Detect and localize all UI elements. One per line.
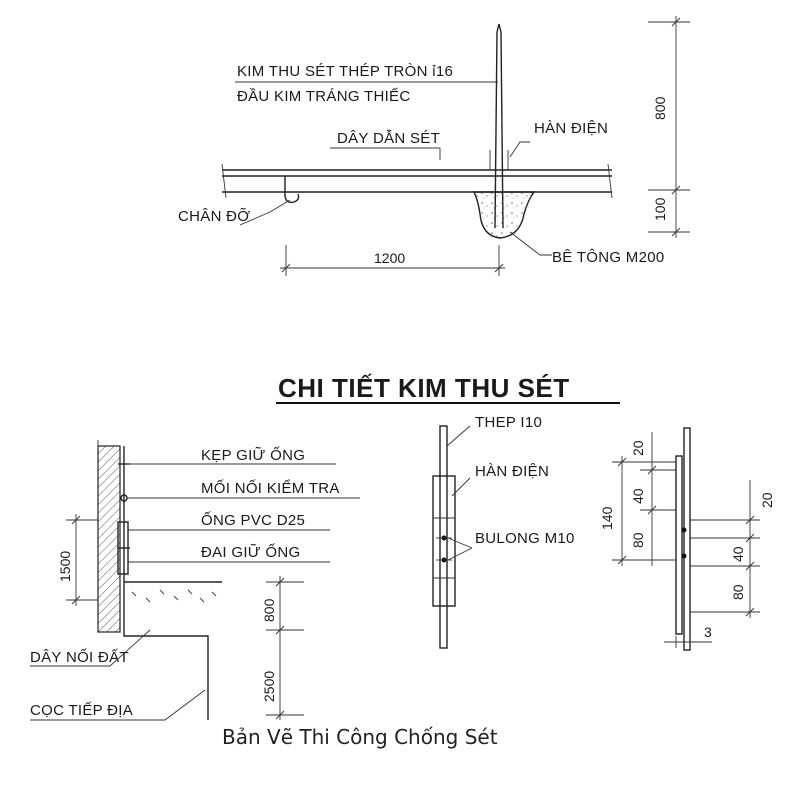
bottom-right-detail: 20 40 140 80 20 40 80 3 xyxy=(599,427,775,651)
dim-100-top: 100 xyxy=(652,197,668,221)
test-joint-label: MỐI NỐI KIỂM TRA xyxy=(201,479,340,497)
title-block: CHI TIẾT KIM THU SÉT xyxy=(276,373,620,404)
dim-20-top: 20 xyxy=(630,440,646,456)
earth-wire-label: DÂY NỐI ĐẤT xyxy=(30,648,129,666)
weld-label-top: HÀN ĐIỆN xyxy=(534,120,608,137)
dim-40-top: 40 xyxy=(630,488,646,504)
roof-slab xyxy=(221,163,613,199)
right-plate xyxy=(675,455,683,635)
drawing-title: CHI TIẾT KIM THU SÉT xyxy=(278,373,570,403)
bolt-label: BULONG M10 xyxy=(475,530,575,547)
dim-80-left: 80 xyxy=(630,532,646,548)
dim-80-right: 80 xyxy=(730,584,746,600)
right-rod xyxy=(683,427,691,651)
right-left-dims: 20 40 140 80 xyxy=(599,432,676,566)
right-bolt-2 xyxy=(681,553,687,559)
steel-label: THEP I10 xyxy=(475,414,542,431)
dim-800-bottom: 800 xyxy=(261,598,277,622)
bottom-left-detail: KẸP GIỮ ỐNG MỐI NỐI KIỂM TRA ỐNG PVC D25… xyxy=(30,440,360,721)
steel-rod xyxy=(439,425,448,649)
concrete-label: BÊ TÔNG M200 xyxy=(552,249,665,266)
bottom-middle-detail: THEP I10 HÀN ĐIỆN BULONG M10 xyxy=(432,414,575,649)
air-terminal-rod xyxy=(489,23,509,229)
dim-20-right: 20 xyxy=(759,492,775,508)
dim-ground-group: 800 2500 xyxy=(261,576,304,720)
dim-2500: 2500 xyxy=(261,671,277,702)
right-right-dims: 20 40 80 3 xyxy=(664,480,775,648)
pipe-label: ỐNG PVC D25 xyxy=(201,511,305,529)
ground-hatch xyxy=(131,589,217,603)
dim-40-right: 40 xyxy=(730,546,746,562)
top-detail: KIM THU SÉT THÉP TRÒN ỉ16 ĐẦU KIM TRÁNG … xyxy=(178,16,690,276)
dim-800-top: 800 xyxy=(652,96,668,120)
strap-label: ĐAI GIỮ ỐNG xyxy=(201,543,300,561)
dim-vertical-right: 800 100 xyxy=(648,16,690,238)
clamp-label: KẸP GIỮ ỐNG xyxy=(201,446,305,464)
rod-label-1: KIM THU SÉT THÉP TRÒN ỉ16 xyxy=(237,63,453,80)
dim-1200: 1200 xyxy=(374,250,405,266)
dim-140: 140 xyxy=(599,506,615,530)
dim-1500: 1500 xyxy=(57,551,73,582)
support-label: CHÂN ĐỠ xyxy=(178,208,250,225)
conductor-label: DÂY DẪN SÉT xyxy=(337,130,440,147)
concrete-footing xyxy=(472,191,536,239)
rod-label-2: ĐẦU KIM TRÁNG THIẾC xyxy=(237,88,411,105)
steel-plate xyxy=(432,475,456,607)
right-bolt-1 xyxy=(681,527,687,533)
support-foot xyxy=(284,176,300,204)
dim-horizontal-1200: 1200 xyxy=(280,245,505,276)
ground-rod-label: CỌC TIẾP ĐỊA xyxy=(30,702,133,719)
weld-label-bottom: HÀN ĐIỆN xyxy=(475,463,549,480)
dim-3: 3 xyxy=(704,624,712,640)
dim-1500-group: 1500 xyxy=(57,514,98,606)
drawing-caption: Bản Vẽ Thi Công Chống Sét xyxy=(222,725,498,749)
wall-section xyxy=(97,445,121,633)
